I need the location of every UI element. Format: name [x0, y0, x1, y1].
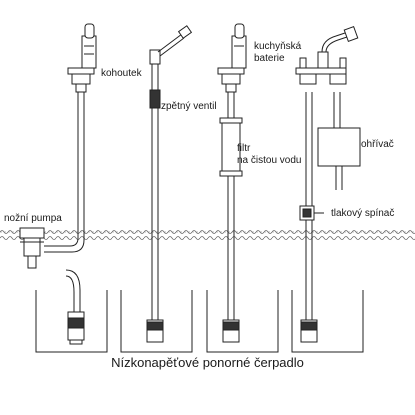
label-pressure-switch: tlakový spínač [331, 208, 395, 219]
submersible-pump-3 [222, 319, 240, 343]
label-filter-line1: filtr [237, 143, 251, 154]
kitchen-mixer-1 [217, 23, 247, 93]
hose-tank-1 [65, 269, 81, 312]
filter-bottom-cap [219, 170, 243, 177]
tank-2 [120, 290, 193, 353]
label-check-valve: zpětný ventil [161, 101, 217, 112]
hand-pump-head [149, 25, 193, 65]
tank-4 [291, 290, 364, 353]
label-kitchen-mixer-line1: kuchyňská [254, 41, 302, 52]
foot-pump [19, 227, 45, 269]
label-heater: ohřívač [361, 139, 394, 150]
filter-top-cap [219, 117, 243, 124]
pipe-filter [227, 92, 235, 320]
ground-strip [0, 230, 415, 240]
label-foot-pump: nožní pumpa [4, 213, 62, 224]
diagram-caption: Nízkonapěťové ponorné čerpadlo [111, 355, 304, 370]
submersible-pump-1 [67, 311, 85, 345]
label-kitchen-mixer-line2: baterie [254, 53, 285, 64]
label-filter-line2: na čistou vodu [237, 155, 302, 166]
label-filter: filtr na čistou vodu [237, 143, 302, 167]
label-kitchen-mixer: kuchyňská baterie [254, 41, 301, 65]
heater [317, 127, 361, 190]
faucet-1 [67, 23, 97, 93]
tank-1 [35, 290, 108, 353]
pressure-switch [299, 205, 324, 221]
submersible-pump-2 [146, 319, 164, 343]
pipe-foot-pump [44, 90, 85, 253]
kitchen-mixer-2 [295, 26, 359, 85]
check-valve-block [149, 89, 161, 109]
tank-3 [206, 290, 279, 353]
label-faucet: kohoutek [101, 68, 142, 79]
submersible-pump-4 [300, 319, 318, 343]
